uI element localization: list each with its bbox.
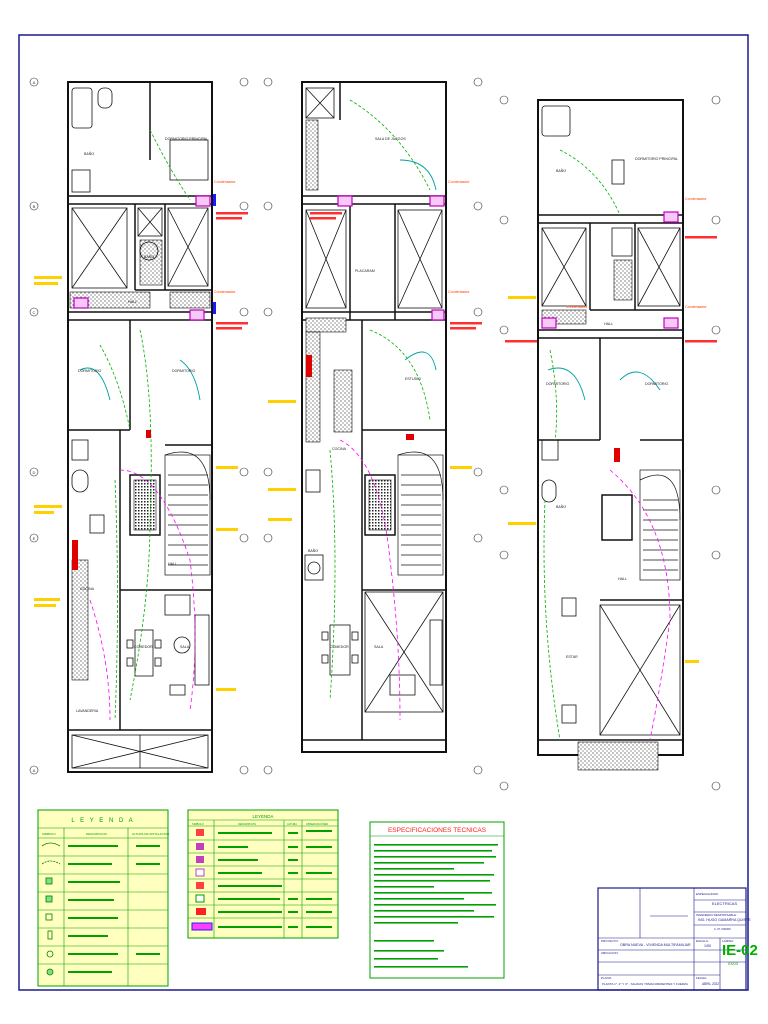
legend2-header: DESCRIPCION (238, 822, 256, 826)
floor2-room-label: ESTUDIO (405, 377, 421, 381)
sheet-border (18, 34, 749, 991)
axis-label: B (33, 204, 36, 209)
condensador-label: Condensador (214, 290, 236, 294)
floor1-room-label: BAÑO (144, 254, 154, 259)
condensador-label: Condensador (685, 197, 707, 201)
sheet-count: 03/03 (728, 961, 739, 966)
project-value: OBRA NUEVA - VIVIENDA MULTIFAMILIAR (620, 943, 691, 947)
floor1-room-label: DORMITORIO (78, 369, 101, 373)
plan-label: PLANO: (601, 976, 613, 980)
specialty-value: ELECTRICAS (712, 901, 738, 906)
condensador-label: Condensador (448, 290, 470, 294)
legend-table-2: LEYENDA SIMBOLO DESCRIPCION ALTURA OBSER… (187, 809, 339, 939)
engineer-label: INGENIERO RESPONSABLE: (696, 913, 737, 917)
floor1-room-label: BAÑO (84, 151, 94, 156)
floor3-room-label: BAÑO (556, 168, 566, 173)
floor3-room-label: DORMITORIO PRINCIPAL (635, 157, 678, 161)
legend2-header: SIMBOLO (192, 822, 204, 826)
floor1-room-label: COCINA (80, 587, 95, 591)
sheet-label: LAMINA: (722, 939, 735, 943)
condensador-label: Condensador (448, 180, 470, 184)
floor3-room-label: DORMITORIO (645, 382, 668, 386)
project-label: PROYECTO: (601, 939, 619, 943)
scale-label: ESCALA: (696, 939, 709, 943)
scale-value: 1/50 (704, 944, 711, 948)
location-label: UBICACION: (601, 951, 619, 955)
engineer-cip: C.I.P. 000000 (714, 927, 731, 931)
sheet-number: IE-02 (722, 942, 758, 959)
floor3-room-label: HALL (604, 322, 613, 326)
legend1-title: L E Y E N D A (71, 818, 134, 824)
axis-label: A (33, 80, 36, 85)
floor3-room-label: HALL (618, 577, 627, 581)
axis-bubbles (29, 77, 721, 791)
condensador-label: Condensador (214, 180, 236, 184)
floor2-room-label: BAÑO (308, 548, 318, 553)
floor3-room-label: BAÑO (556, 504, 566, 509)
floor1-room-label: HALL (168, 562, 177, 566)
axis-label: C (33, 310, 36, 315)
axis-label: A (33, 768, 36, 773)
title-block (597, 887, 747, 991)
floor3-room-label: DORMITORIO (546, 382, 569, 386)
floor1-room-label: LAVANDERIA (76, 709, 99, 713)
floor1-room-label: SALA (180, 645, 190, 649)
date-value: ABRIL 2022 (702, 982, 720, 986)
legend1-header: ALTURA DE INSTALACION (132, 832, 169, 836)
specialty-label: ESPECIALIDAD: (696, 892, 719, 896)
floor2-room-label: SALA (374, 645, 384, 649)
legend2-header: OBSERVACIONES (306, 822, 329, 826)
floor2-room-label: COCINA (332, 447, 347, 451)
floor-plan-3: DORMITORIO PRINCIPAL BAÑO DORMITORIO DOR… (537, 99, 707, 771)
condensador-label: Condensador (685, 305, 707, 309)
legend1-header: DESCRIPCION (86, 832, 107, 836)
axis-label: E (33, 536, 36, 541)
floor-plan-2: SALA DE JUEGOS PLACARAM ESTUDIO COCINA C… (301, 81, 470, 753)
floor-plan-1: DORMITORIO PRINCIPAL BAÑO DORMITORIO DOR… (67, 81, 236, 773)
floor3-room-label: ESTAR (566, 655, 578, 659)
condensador-label: Condensador (566, 305, 588, 309)
date-label: FECHA: (696, 976, 708, 980)
floor1-room-label: DORMITORIO (172, 369, 195, 373)
specifications-box: ESPECIFICACIONES TECNICAS (369, 821, 505, 979)
floor2-room-label: PLACARAM (355, 269, 375, 273)
specs-title: ESPECIFICACIONES TECNICAS (388, 827, 487, 834)
floor1-room-label: HALL (128, 300, 137, 304)
floor1-room-label: COMEDOR (134, 645, 153, 649)
floor2-room-label: COMEDOR (330, 645, 349, 649)
legend2-title: LEYENDA (252, 814, 273, 819)
engineer-value: ING. HUGO GAMARRA QUISPE (698, 918, 751, 922)
legend1-header: SIMBOLO (42, 832, 56, 836)
legend-table-1: L E Y E N D A SIMBOLO DESCRIPCION ALTURA… (37, 809, 169, 987)
axis-label: D (33, 470, 36, 475)
plan-value: PLANTA 1°, 2° Y 3° - SALIDAS TOMACORRIEN… (602, 982, 688, 986)
floor1-room-label: DORMITORIO PRINCIPAL (165, 137, 208, 141)
legend2-header: ALTURA (287, 822, 297, 826)
floor2-room-label: SALA DE JUEGOS (375, 137, 406, 141)
